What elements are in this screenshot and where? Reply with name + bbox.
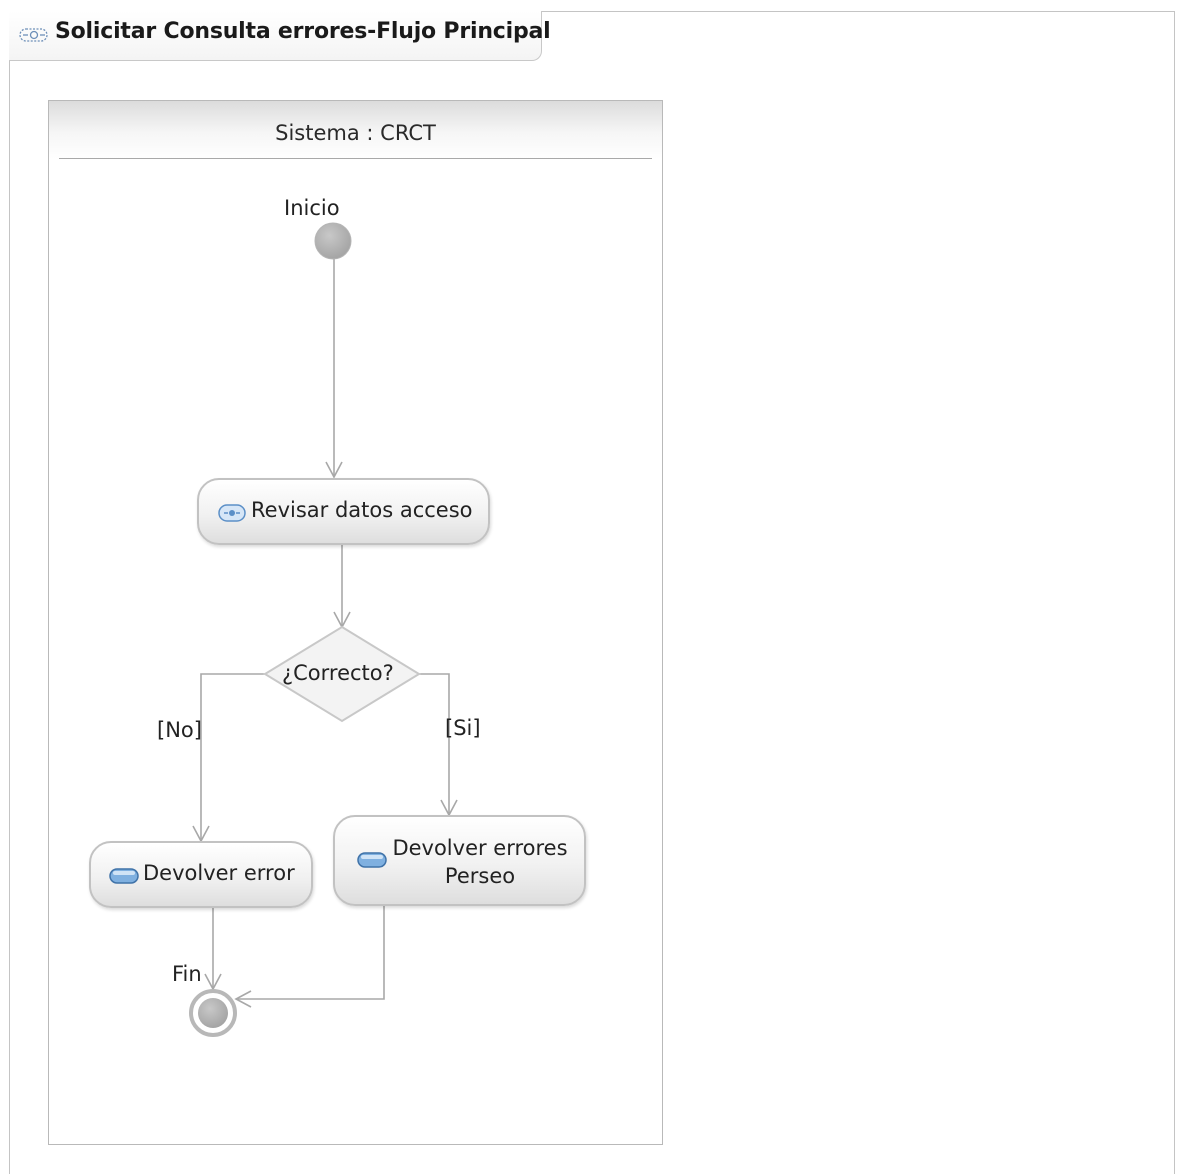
final-node-label: Fin [172,962,202,986]
action-devolver-errores-perseo[interactable]: Devolver errores Perseo [333,815,586,906]
edge-error-fin [204,908,222,991]
action-devolver-error[interactable]: Devolver error [89,841,313,908]
call-behavior-action-icon [218,504,246,522]
decision-node[interactable] [263,625,421,723]
opaque-action-icon [357,852,387,868]
action-revisar-datos-acceso[interactable]: Revisar datos acceso [197,478,490,545]
edge-errores-fin [234,906,385,1008]
action-label: Devolver error [143,861,295,885]
diagram-frame [9,11,1175,1174]
final-node[interactable] [189,989,237,1037]
edge-revisar-decision [333,545,351,629]
edge-decision-errores [419,673,458,817]
action-label-line2: Perseo [444,864,516,888]
action-label: Revisar datos acceso [251,498,473,522]
edge-decision-error [192,673,265,843]
diagram-title-tab [9,11,542,61]
guard-no-label: [No] [157,718,202,742]
initial-node[interactable] [314,222,352,260]
partition-header [49,101,662,159]
initial-node-label: Inicio [284,196,340,220]
swimlane-partition: Sistema : CRCT [48,100,663,1145]
action-label-line1: Devolver errores [392,836,568,860]
guard-si-label: [Si] [445,716,481,740]
partition-divider [59,158,652,159]
decision-label: ¿Correcto? [282,661,394,685]
partition-label: Sistema : CRCT [275,121,436,145]
activity-diagram-icon [19,28,48,42]
diagram-title: Solicitar Consulta errores-Flujo Princip… [55,19,551,44]
opaque-action-icon [109,868,139,884]
edge-inicio-revisar [325,258,343,479]
